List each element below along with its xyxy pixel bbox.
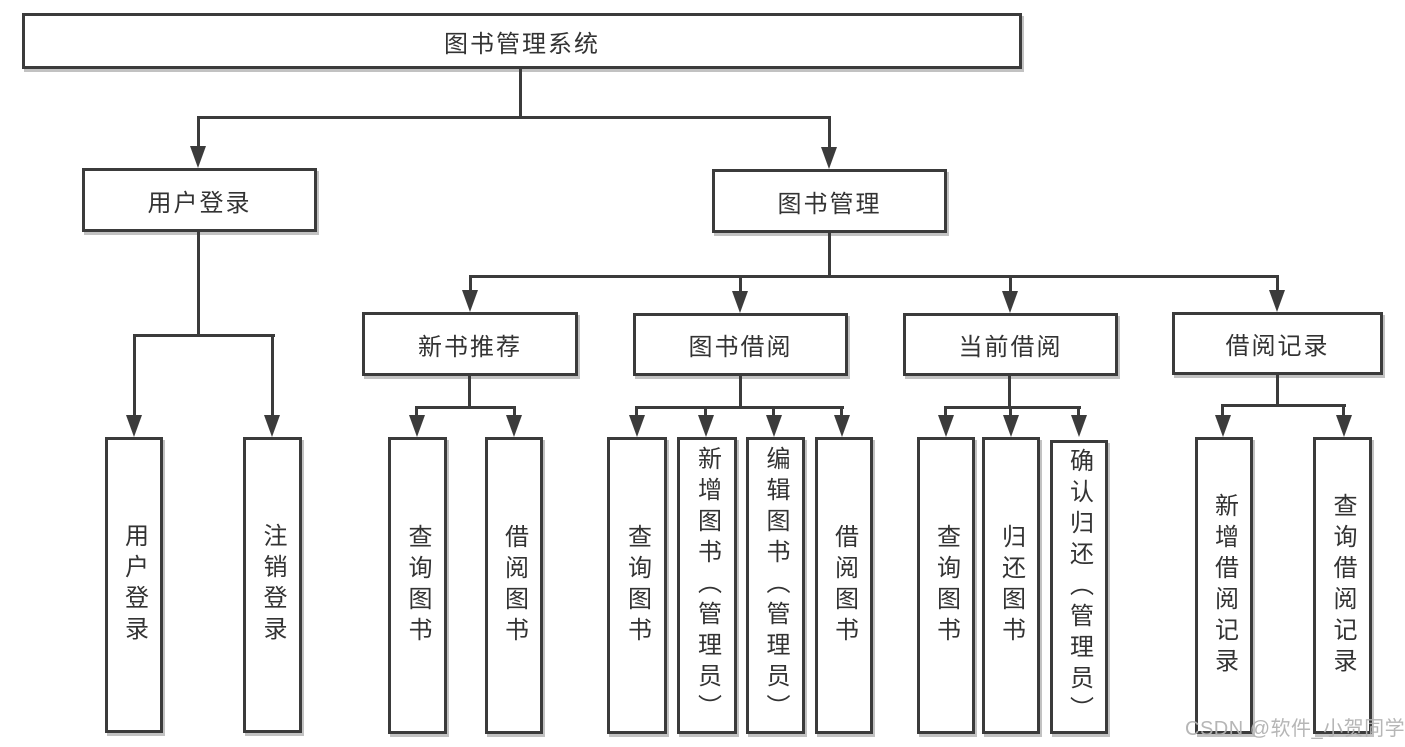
connector-line [772,406,775,417]
node-edit-books-admin: 编辑图书（管理员） [746,437,805,734]
connector-line [840,406,843,417]
connector-line [944,406,1081,409]
connector-line [1221,404,1346,407]
arrowhead-down-icon [1002,291,1018,313]
arrowhead-down-icon [629,415,645,437]
node-query-borrow-record: 查询借阅记录 [1313,437,1372,734]
connector-line [469,275,1279,278]
arrowhead-down-icon [264,415,280,437]
connector-line [1276,374,1279,406]
connector-line [739,275,742,293]
node-borrow-books: 借阅图书 [815,437,873,734]
arrowhead-down-icon [938,415,954,437]
arrowhead-down-icon [462,290,478,312]
arrowhead-down-icon [190,146,206,168]
connector-line [468,374,471,408]
node-borrow-books-recommend: 借阅图书 [485,437,543,734]
connector-line [415,406,516,409]
node-user-login: 用户登录 [82,168,317,232]
arrowhead-down-icon [1003,415,1019,437]
connector-line [1077,406,1080,417]
connector-line [469,275,472,292]
connector-line [513,406,516,417]
arrowhead-down-icon [732,291,748,313]
connector-line [739,374,742,408]
watermark-text: CSDN @软件_小贺同学 [1185,718,1405,740]
arrowhead-down-icon [821,147,837,169]
node-user-login-leaf: 用户登录 [105,437,163,733]
node-borrowing-records: 借阅记录 [1172,312,1383,375]
arrowhead-down-icon [1215,415,1231,437]
connector-line [1008,374,1011,408]
connector-line [1221,404,1224,417]
node-root: 图书管理系统 [22,13,1022,69]
arrowhead-down-icon [1336,415,1352,437]
connector-line [197,116,831,119]
connector-line [133,334,275,337]
connector-line [635,406,638,417]
node-logout: 注销登录 [243,437,302,733]
connector-line [1276,275,1279,292]
node-return-books: 归还图书 [982,437,1040,734]
connector-line [1009,406,1012,417]
arrowhead-down-icon [834,415,850,437]
connector-line [415,406,418,417]
node-confirm-return-admin: 确认归还（管理员） [1050,440,1108,734]
connector-line [197,116,200,148]
node-book-borrowing: 图书借阅 [633,313,848,376]
connector-line [133,334,136,417]
arrowhead-down-icon [126,415,142,437]
node-query-books-borrowing: 查询图书 [607,437,667,734]
arrowhead-down-icon [409,415,425,437]
arrowhead-down-icon [698,415,714,437]
connector-line [519,66,522,117]
connector-line [944,406,947,417]
connector-line [828,116,831,149]
connector-line [1009,275,1012,293]
node-current-borrowing: 当前借阅 [903,313,1118,376]
connector-line [271,334,274,417]
connector-line [704,406,707,417]
connector-line [828,231,831,277]
connector-line [197,230,200,337]
arrowhead-down-icon [1071,415,1087,437]
connector-line [635,406,844,409]
node-book-management: 图书管理 [712,169,947,233]
arrowhead-down-icon [1269,290,1285,312]
node-query-books-recommend: 查询图书 [388,437,447,734]
node-new-book-recommend: 新书推荐 [362,312,578,376]
node-add-books-admin: 新增图书（管理员） [677,437,737,734]
node-query-books-current: 查询图书 [917,437,975,734]
node-add-borrow-record: 新增借阅记录 [1195,437,1253,734]
arrowhead-down-icon [506,415,522,437]
connector-line [1342,404,1345,417]
arrowhead-down-icon [766,415,782,437]
